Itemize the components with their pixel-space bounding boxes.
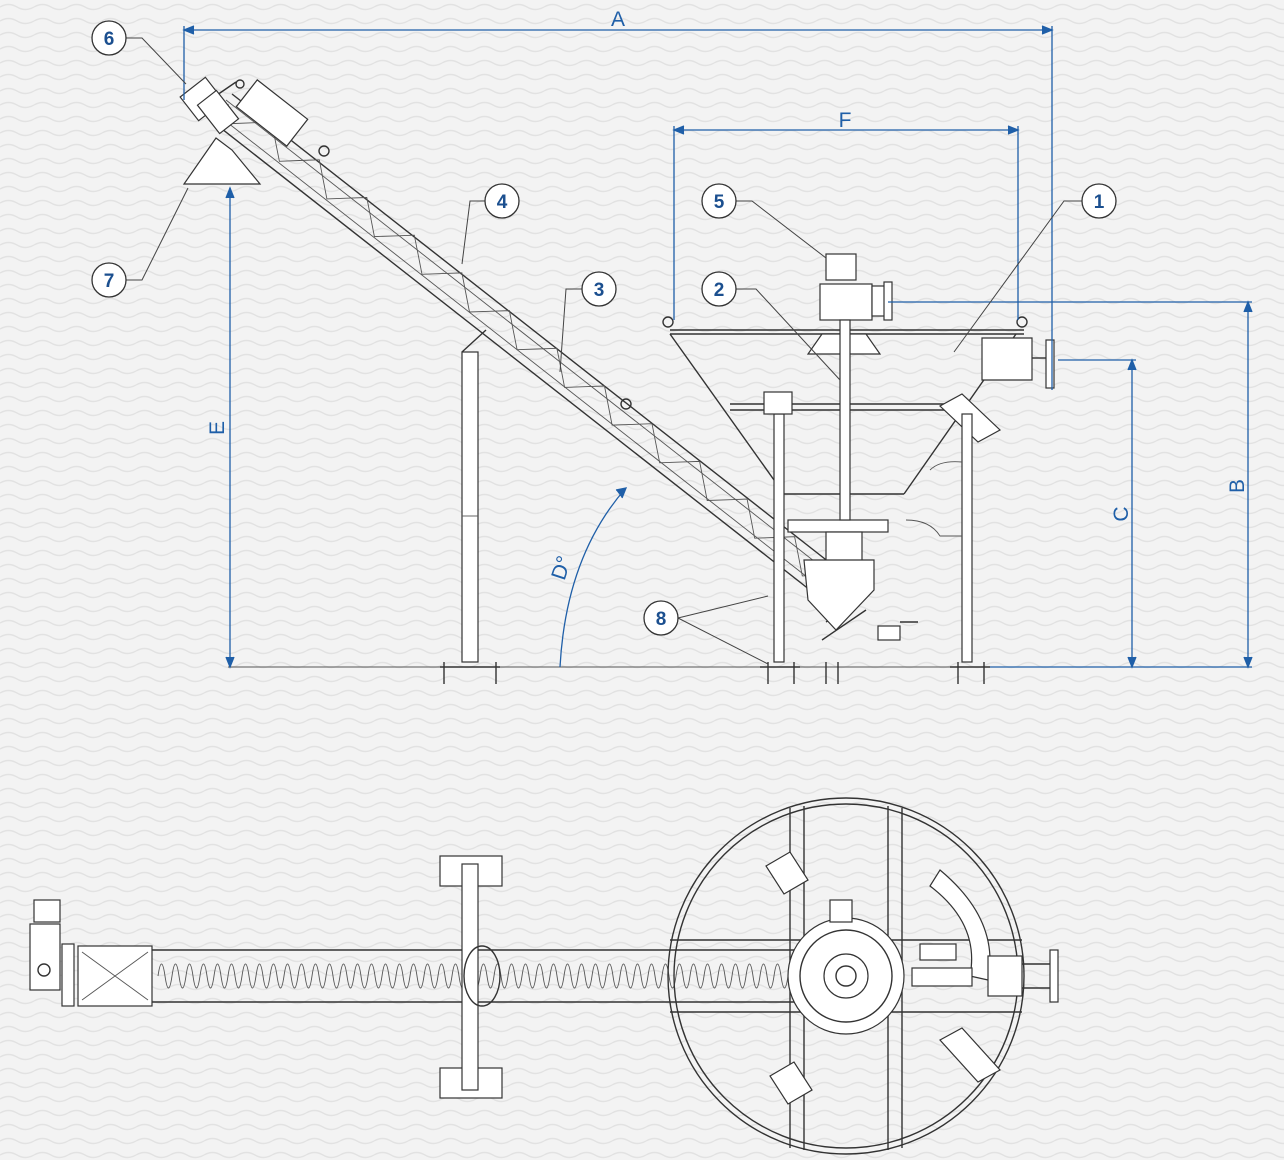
callout-3: 3	[581, 271, 617, 307]
callout-1: 1	[1081, 183, 1117, 219]
svg-text:7: 7	[104, 271, 115, 292]
dimension-b-label: B	[1226, 479, 1249, 493]
svg-text:3: 3	[594, 280, 605, 301]
dimension-c-label: C	[1110, 506, 1133, 521]
callout-6: 6	[91, 20, 127, 56]
callout-8: 8	[643, 600, 679, 636]
svg-text:6: 6	[104, 29, 115, 50]
svg-text:4: 4	[497, 192, 508, 213]
dimension-f-label: F	[839, 109, 852, 132]
agitator-assembly	[806, 253, 893, 521]
svg-text:5: 5	[714, 192, 725, 213]
hopper-tank	[662, 316, 1055, 684]
callout-2: 2	[701, 271, 737, 307]
svg-text:1: 1	[1094, 192, 1105, 213]
drive-motor	[179, 76, 632, 410]
callout-4: 4	[484, 183, 520, 219]
plan-view	[29, 797, 1059, 1155]
part-callouts: 1 2 3 4 5 6 7 8	[91, 20, 1117, 665]
dimension-a-label: A	[611, 8, 625, 31]
dimension-e-label: E	[206, 421, 229, 435]
discharge-chute	[182, 137, 262, 185]
side-elevation-view	[179, 76, 1055, 684]
callout-5: 5	[701, 183, 737, 219]
svg-text:2: 2	[714, 280, 725, 301]
callout-7: 7	[91, 262, 127, 298]
screw-conveyor-tube	[197, 81, 871, 641]
svg-text:8: 8	[656, 609, 667, 630]
dimension-lines: A F E B C D°	[182, 8, 1253, 669]
support-leg	[440, 329, 500, 684]
